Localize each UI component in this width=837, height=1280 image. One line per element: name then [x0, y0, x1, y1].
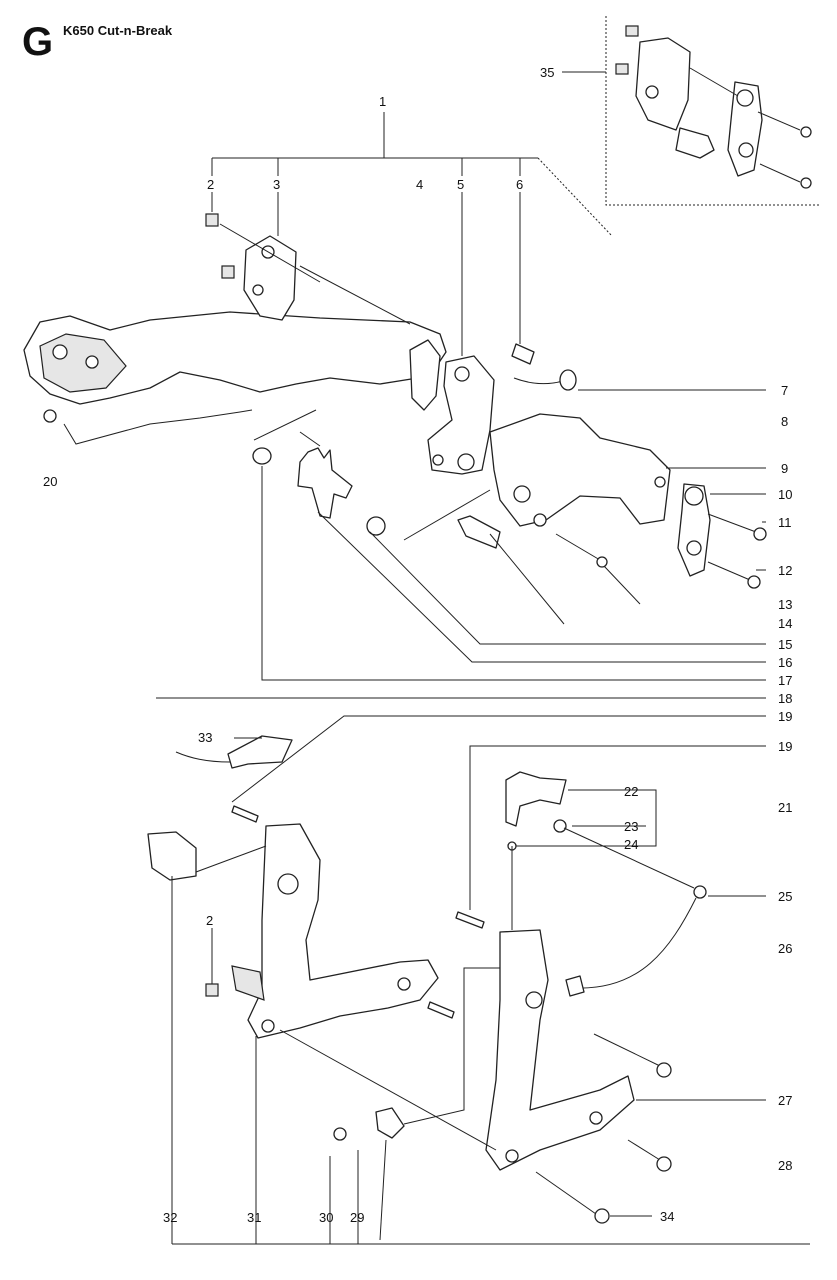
- callout-14: 14: [778, 616, 792, 631]
- callout-2-lower: 2: [206, 913, 213, 928]
- callout-32: 32: [163, 1210, 177, 1225]
- callout-11: 11: [778, 515, 792, 530]
- callout-26: 26: [778, 941, 792, 956]
- callout-numbers: 1 2 3 4 5 6 7 8 9 10 11 12 13 14 15 16 1…: [43, 65, 792, 1225]
- callout-19a: 19: [778, 709, 792, 724]
- callout-2: 2: [207, 177, 214, 192]
- callout-4: 4: [416, 177, 423, 192]
- callout-19b: 19: [778, 739, 792, 754]
- callout-27: 27: [778, 1093, 792, 1108]
- callout-34: 34: [660, 1209, 674, 1224]
- callout-35: 35: [540, 65, 554, 80]
- callout-17: 17: [778, 673, 792, 688]
- inset-box-35: [605, 16, 820, 206]
- callout-10: 10: [778, 487, 792, 502]
- lower-handle-frame: [147, 735, 455, 1241]
- rear-handle-frame: [455, 771, 707, 1224]
- callout-24: 24: [624, 837, 638, 852]
- callout-3: 3: [273, 177, 280, 192]
- callout-20: 20: [43, 474, 57, 489]
- callout-30: 30: [319, 1210, 333, 1225]
- callout-22: 22: [624, 784, 638, 799]
- leader-lines: [156, 71, 810, 1245]
- callout-15: 15: [778, 637, 792, 652]
- callout-7: 7: [781, 383, 788, 398]
- callout-33: 33: [198, 730, 212, 745]
- callout-9: 9: [781, 461, 788, 476]
- front-handle-assembly: [23, 213, 767, 589]
- callout-6: 6: [516, 177, 523, 192]
- callout-25: 25: [778, 889, 792, 904]
- callout-29: 29: [350, 1210, 364, 1225]
- callout-18: 18: [778, 691, 792, 706]
- callout-12: 12: [778, 563, 792, 578]
- callout-8: 8: [781, 414, 788, 429]
- callout-28: 28: [778, 1158, 792, 1173]
- callout-13: 13: [778, 597, 792, 612]
- section-letter: G: [22, 20, 54, 64]
- callout-31: 31: [247, 1210, 261, 1225]
- callout-16: 16: [778, 655, 792, 670]
- page-title: K650 Cut-n-Break: [63, 23, 173, 38]
- callout-1: 1: [379, 94, 386, 109]
- callout-23: 23: [624, 819, 638, 834]
- callout-21: 21: [778, 800, 792, 815]
- callout-5: 5: [457, 177, 464, 192]
